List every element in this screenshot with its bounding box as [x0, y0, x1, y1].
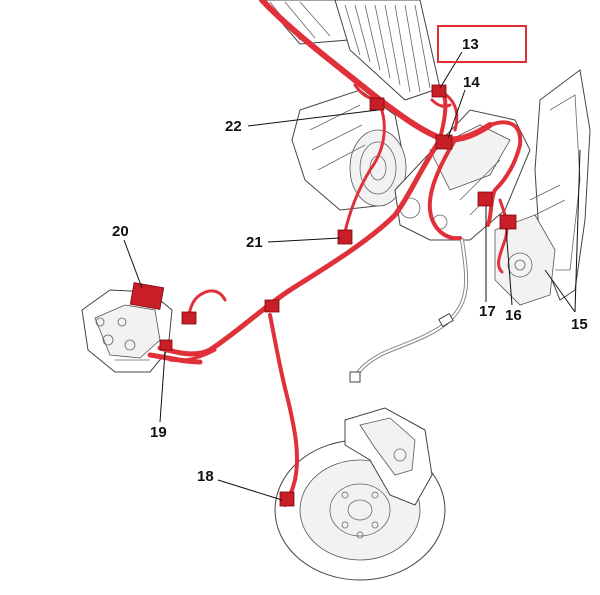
- brake-line: [349, 238, 469, 383]
- connector-18: [279, 491, 295, 507]
- callout-18: 18: [197, 468, 214, 485]
- connector-22: [369, 97, 385, 111]
- abs-module: [81, 289, 173, 373]
- callout-16: 16: [505, 307, 522, 324]
- callout-22: 22: [225, 118, 242, 135]
- callout-15: 15: [571, 316, 588, 333]
- leader-lines: [123, 51, 581, 501]
- callout-19: 19: [150, 424, 167, 441]
- connector-16: [499, 214, 517, 230]
- harness-connectors: [129, 84, 517, 507]
- leader-22: [247, 109, 379, 127]
- callout-14: 14: [463, 74, 480, 91]
- radiator-core: [261, 0, 441, 101]
- leader-20: [123, 239, 143, 289]
- leader-18: [217, 479, 283, 501]
- connector-13: [431, 84, 447, 98]
- brake-caliper: [344, 407, 433, 506]
- leader-21: [267, 237, 341, 243]
- leader-19: [159, 351, 166, 423]
- callout-21: 21: [246, 234, 263, 251]
- leader-15b: [544, 269, 576, 313]
- wiring-harness: [147, 0, 523, 507]
- leader-15a: [574, 149, 581, 313]
- callout-13-highlight-box: [437, 25, 527, 63]
- connector-17: [477, 191, 493, 207]
- callout-17: 17: [479, 303, 496, 320]
- connector-21: [337, 229, 353, 245]
- connector-mid: [264, 299, 280, 313]
- leader-13: [439, 51, 463, 89]
- callout-20: 20: [112, 223, 129, 240]
- connector-19: [159, 339, 173, 351]
- leader-14: [447, 89, 466, 139]
- callout-13: 13: [462, 36, 479, 53]
- connector-20: [129, 282, 165, 310]
- connector-left-plug: [181, 311, 197, 325]
- alternator: [291, 89, 407, 211]
- callout-labels: 13 14 15 16 17 18 19 20 21 22: [112, 36, 588, 485]
- leader-16: [505, 227, 513, 306]
- connector-14: [435, 134, 453, 150]
